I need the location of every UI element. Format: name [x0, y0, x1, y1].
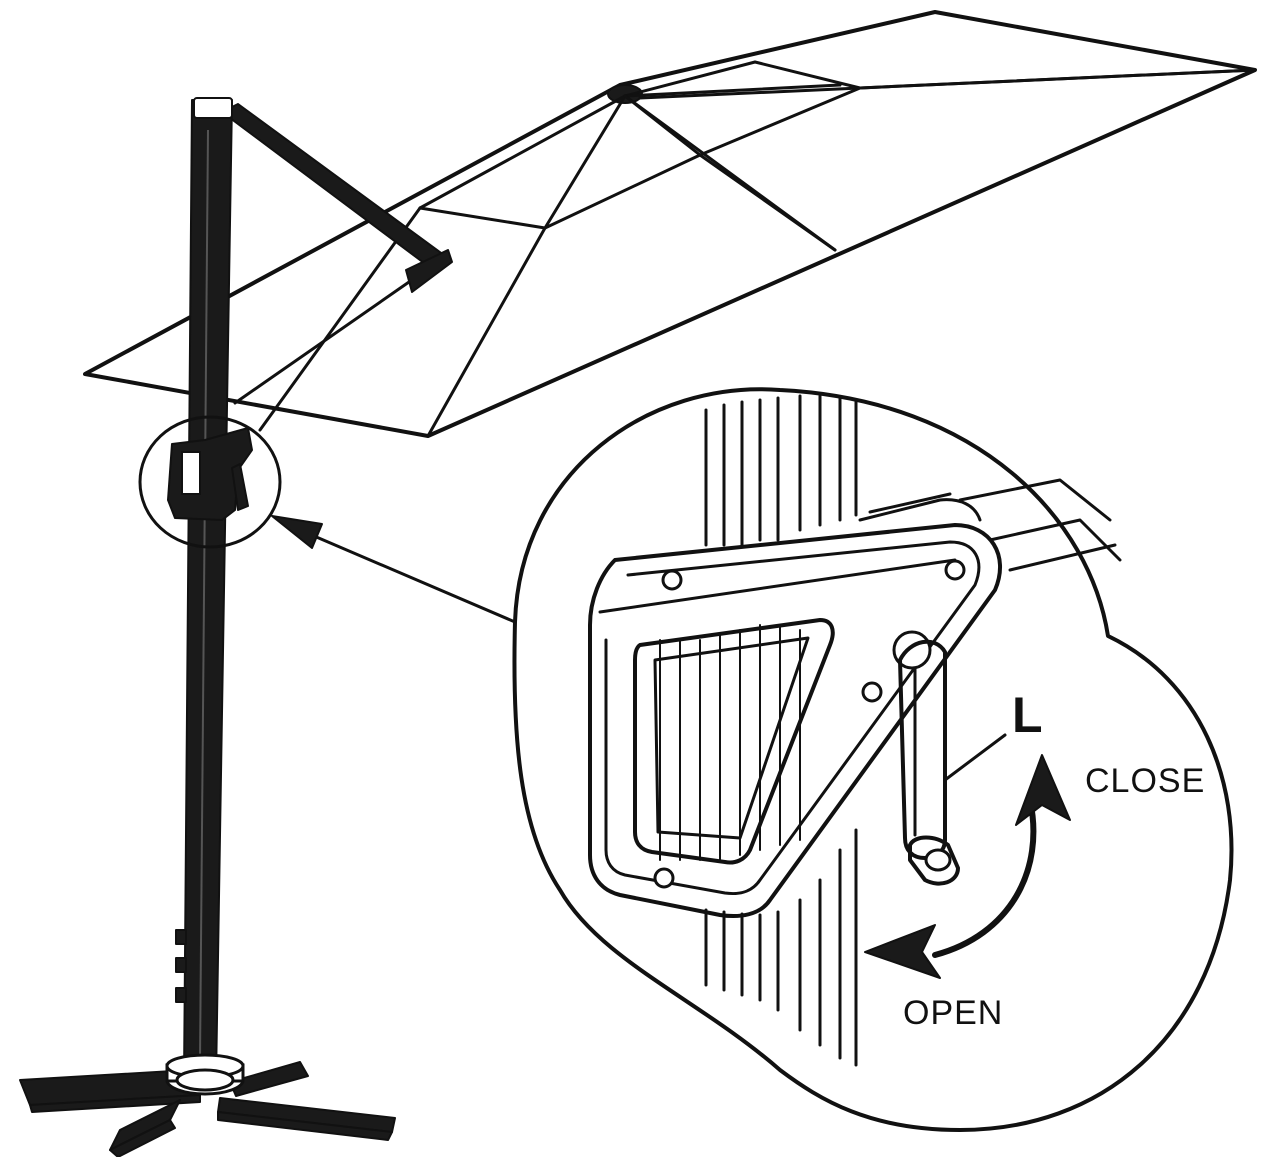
- detail-arm: [958, 478, 1122, 572]
- arrow-left-icon: [864, 924, 941, 979]
- screw-icon: [944, 559, 966, 581]
- close-label: CLOSE: [1085, 762, 1205, 800]
- crank-housing: [588, 492, 1002, 919]
- crank-lever[interactable]: [892, 630, 1007, 886]
- screw-icon: [661, 569, 683, 591]
- screw-icon: [653, 867, 675, 889]
- umbrella-canopy: [83, 10, 1257, 438]
- rotation-arrow: [864, 754, 1071, 979]
- cross-base: [19, 1053, 396, 1157]
- umbrella-pole: [175, 97, 233, 1081]
- detail-highlight-circle: [138, 415, 282, 549]
- detail-pole-channels: [659, 394, 858, 1067]
- lever-label: L: [1012, 687, 1043, 743]
- callout-pointer: [271, 515, 517, 624]
- small-crank-mechanism: [138, 415, 282, 549]
- open-label: OPEN: [903, 994, 1003, 1032]
- arrow-up-icon: [1015, 754, 1071, 826]
- screw-icon: [861, 681, 883, 703]
- detail-magnifier: [512, 387, 1234, 1132]
- support-arm: [221, 103, 453, 293]
